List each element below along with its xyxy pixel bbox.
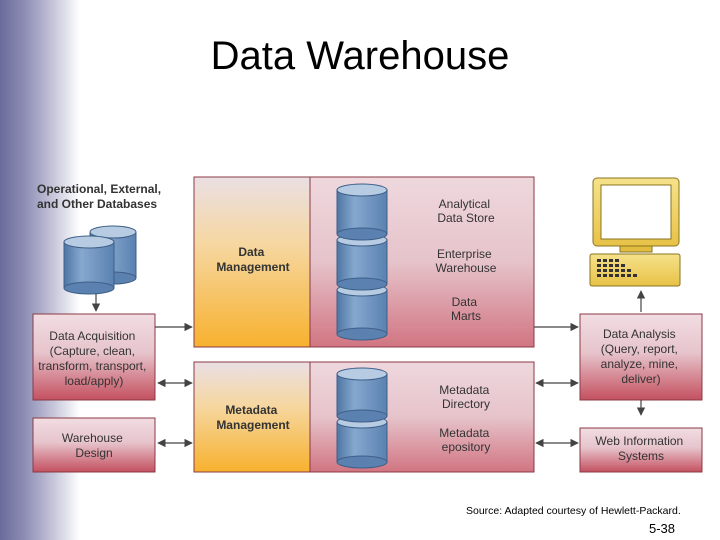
- svg-text:Data Analysis (Query, re: Data Analysis (Query, report, analyze, m…: [601, 327, 682, 386]
- warehouse-design-box: Warehouse Design: [32, 417, 156, 473]
- source-databases-label: Operational, External, and Other Databas…: [37, 182, 164, 211]
- svg-text:Web Information Systems: Web Information Systems: [595, 434, 686, 463]
- data-analysis-box: Data Analysis (Query, report, analyze, m…: [579, 313, 703, 401]
- data-acquisition-box: Data Acquisition (Capture, clean, transf…: [32, 313, 156, 401]
- metadata-management-label: Metadata Management: [216, 403, 289, 432]
- source-database-icon: [63, 225, 137, 295]
- source-caption: Source: Adapted courtesy of Hewlett-Pack…: [466, 505, 681, 517]
- page-number: 5-38: [649, 521, 676, 536]
- slide-title: Data Warehouse: [210, 34, 510, 78]
- analytical-data-store-label: Analytical Data Store: [437, 197, 495, 225]
- data-marts-label: Data Marts: [451, 295, 481, 323]
- data-management-label: Data Management: [216, 245, 289, 274]
- enterprise-warehouse-label: Enterprise Warehouse: [436, 247, 497, 275]
- metadata-database-icon: [336, 367, 388, 469]
- web-information-systems-box: Web Information Systems: [579, 427, 703, 473]
- warehouse-database-icon: [336, 183, 388, 341]
- svg-text:Warehouse Design: Warehouse Design: [62, 431, 126, 460]
- computer-monitor-icon: [589, 177, 681, 287]
- metadata-repository-label: Metadata epository: [439, 426, 492, 454]
- svg-text:Data Acquisition (Captur: Data Acquisition (Capture, clean, transf…: [38, 329, 149, 388]
- metadata-directory-label: Metadata Directory: [439, 383, 492, 411]
